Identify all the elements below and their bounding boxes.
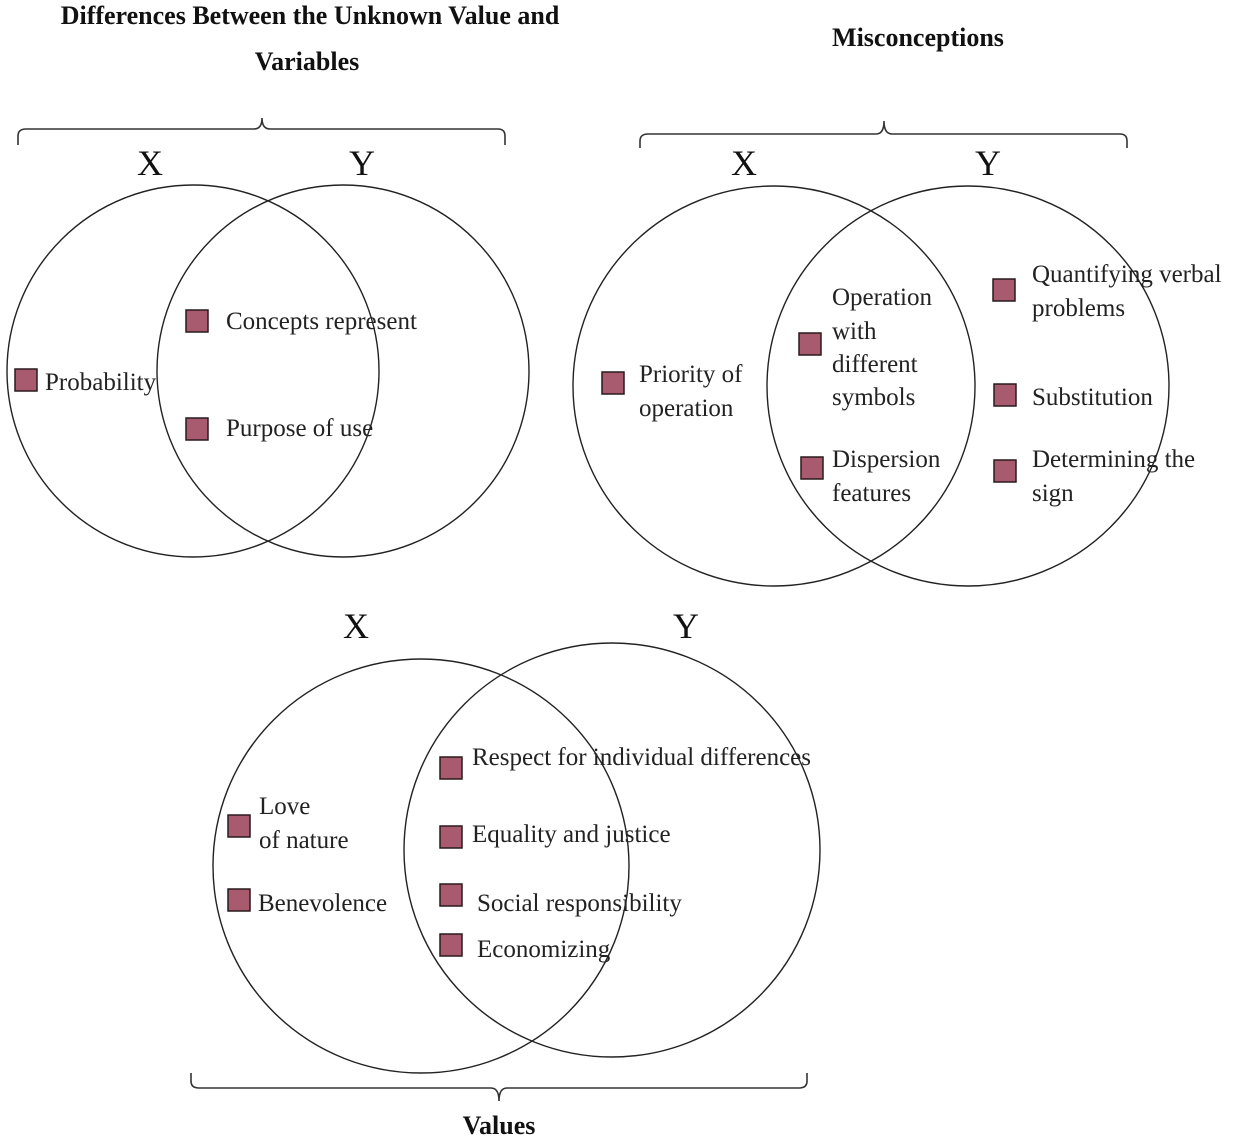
item-label: Benevolence [258,890,387,917]
item-marker-icon [439,756,463,780]
list-item: Substitution [993,383,1153,411]
item-marker-icon [185,417,209,441]
set-x-circle [212,658,630,1074]
item-label-line-2: sign [1032,480,1074,507]
list-item: Dispersion features [800,446,941,507]
diagram-misconceptions: Misconceptions X Y Priority of operation… [572,23,1222,587]
list-item: Purpose of use [185,415,373,442]
item-marker-icon [993,383,1017,407]
item-label: Substitution [1032,384,1153,411]
diagram-title-line-1: Differences Between the Unknown Value an… [61,1,560,30]
list-item: Determining the sign [993,446,1195,507]
list-item: Economizing [439,933,611,963]
item-marker-icon [601,371,625,395]
item-marker-icon [14,368,38,392]
item-marker-icon [185,309,209,333]
list-item: Respect for individual differences [439,744,811,780]
item-label-line-2: of nature [259,827,349,854]
item-label-line-1: Dispersion [832,446,941,473]
item-marker-icon [439,933,463,957]
item-marker-icon [227,814,251,838]
list-item: Quantifying verbal problems [992,261,1222,322]
item-label-line-2: operation [639,395,734,422]
item-label-line-1: Determining the [1032,446,1195,473]
item-marker-icon [993,459,1017,483]
set-label-y: Y [673,606,699,646]
set-x-circle [572,185,976,587]
set-y-circle [766,185,1170,587]
item-label: Respect for individual differences [472,744,811,771]
diagram-title: Values [463,1111,536,1138]
set-x-circle [6,184,380,558]
item-marker-icon [800,456,824,480]
diagram-values: X Y Love of nature Benevolence Respect f… [190,606,821,1138]
list-item: Priority of operation [601,361,743,422]
list-item: Love of nature [227,793,349,854]
list-item: Probability [14,368,157,396]
item-marker-icon [227,888,251,912]
set-label-x: X [731,143,757,183]
item-label-line-1: Quantifying verbal [1032,261,1222,288]
list-item: Operation with different symbols [798,284,932,411]
list-item: Concepts represent [185,308,417,335]
set-label-y: Y [975,143,1001,183]
list-item: Benevolence [227,888,387,917]
list-item: Social responsibility [439,883,682,917]
item-marker-icon [439,883,463,907]
item-label-line-2: features [832,480,911,507]
set-label-y: Y [349,143,375,183]
item-label-line-2: problems [1032,295,1125,322]
item-label-line-1: Priority of [639,361,743,388]
set-y-circle [403,642,821,1058]
item-label: Social responsibility [477,890,682,917]
diagram-unknown-vs-variables: Differences Between the Unknown Value an… [6,1,560,558]
item-label: Purpose of use [226,415,373,442]
item-label: Equality and justice [472,821,671,848]
diagram-title-line-2: Variables [255,47,360,76]
top-brace [639,120,1128,148]
item-marker-icon [439,825,463,849]
set-label-x: X [137,143,163,183]
top-brace [17,117,506,145]
item-marker-icon [798,332,822,356]
item-marker-icon [992,278,1016,302]
item-label-line-3: different [832,351,918,378]
item-label: Economizing [477,936,611,963]
set-label-x: X [343,606,369,646]
set-y-circle [156,184,530,558]
item-label: Probability [45,369,157,396]
item-label-line-2: with [832,318,877,345]
bottom-brace [190,1073,808,1102]
item-label-line-1: Love [259,793,310,820]
item-label-line-4: symbols [832,384,915,411]
item-label-line-1: Operation [832,284,932,311]
diagram-title: Misconceptions [832,23,1004,52]
item-label: Concepts represent [226,308,417,335]
list-item: Equality and justice [439,821,671,849]
